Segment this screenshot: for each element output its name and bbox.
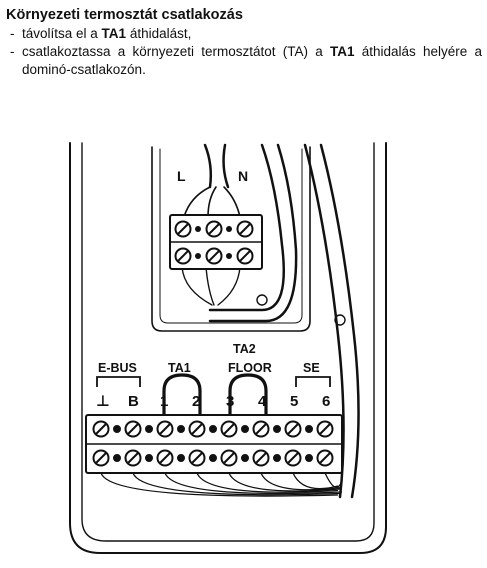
terminal-divider-dot [145, 425, 153, 433]
ta1-jumper [162, 373, 202, 423]
terminal-wire-bundle [100, 472, 343, 497]
terminal-label-3: 3 [226, 393, 234, 410]
terminal-divider-dot [209, 425, 217, 433]
terminal-label-6: 6 [322, 393, 330, 410]
power-terminal-block [169, 214, 263, 270]
wiring-diagram: L N E-BUS TA1 TA2 FLOOR SE ⊥ B [69, 142, 387, 554]
step-1-dash: - [10, 26, 15, 41]
terminal-wire [100, 472, 339, 497]
screw-slot [191, 423, 203, 435]
screw-slot [127, 452, 139, 464]
section-title: Környezeti termosztát csatlakozás [6, 7, 243, 23]
instruction-block: Környezeti termosztát csatlakozás -távol… [6, 6, 484, 79]
se-bracket [295, 376, 331, 387]
step-2-text-pre: csatlakoztassa a környezeti termosztátot… [22, 44, 330, 59]
terminal-divider-dot [177, 425, 185, 433]
terminal-divider-dot [145, 454, 153, 462]
control-terminal-block [85, 414, 343, 474]
terminal-divider-dot [113, 425, 121, 433]
step-1-text-pre: távolítsa el a [22, 26, 102, 41]
terminal-label-b: B [128, 393, 139, 410]
terminal-divider-dot [241, 454, 249, 462]
label-ebus: E-BUS [98, 361, 137, 375]
screw-slot [223, 452, 235, 464]
screw-slot [287, 423, 299, 435]
step-1: -távolítsa el a TA1 áthidalást, [6, 25, 484, 43]
label-N: N [238, 168, 248, 184]
terminal-divider-dot [273, 425, 281, 433]
label-ta2: TA2 [233, 342, 256, 356]
terminal-divider-dot [273, 454, 281, 462]
screw-slot [319, 452, 331, 464]
terminal-label-4: 4 [258, 393, 267, 410]
label-se: SE [303, 361, 320, 375]
terminal-label-2: 2 [192, 393, 200, 410]
screw-slot [127, 423, 139, 435]
terminal-divider-dot [113, 454, 121, 462]
terminal-wire [292, 472, 339, 490]
screw-slot [159, 452, 171, 464]
terminal-label-5: 5 [290, 393, 298, 410]
screw-slot [255, 423, 267, 435]
terminal-divider-dot [177, 454, 185, 462]
housing-outline [69, 142, 387, 554]
screw-slot [223, 423, 235, 435]
housing-inner-outline [81, 142, 375, 542]
label-ta1: TA1 [168, 361, 191, 375]
ebus-bracket [96, 376, 141, 387]
terminal-wire [196, 472, 339, 493]
terminal-label-ground: ⊥ [96, 393, 110, 410]
screw-slot [191, 452, 203, 464]
terminal-divider-dot [305, 425, 313, 433]
terminal-wire [164, 472, 343, 495]
control-screw-column [92, 420, 334, 467]
terminal-label-1: 1 [160, 393, 168, 410]
screw-slot [95, 452, 107, 464]
step-1-text-bold: TA1 [101, 26, 127, 41]
step-2-dash: - [10, 44, 15, 59]
screw-slot [287, 452, 299, 464]
screw-slot [95, 423, 107, 435]
terminal-wire [228, 472, 341, 492]
ta2-jumper [228, 373, 268, 423]
label-floor: FLOOR [228, 361, 272, 375]
terminal-divider-dot [241, 425, 249, 433]
screw-slot [319, 423, 331, 435]
screw-slot [159, 423, 171, 435]
terminal-wire [324, 472, 341, 488]
terminal-divider-dot [209, 454, 217, 462]
step-2-text-bold: TA1 [329, 44, 355, 59]
power-compartment [151, 146, 311, 332]
terminal-wire [132, 472, 341, 496]
step-2: -csatlakoztassa a környezeti termosztáto… [6, 43, 484, 79]
label-L: L [177, 168, 186, 184]
terminal-divider-dot [305, 454, 313, 462]
step-1-text-post: áthidalást, [126, 26, 192, 41]
terminal-wire [260, 472, 343, 491]
screw-slot [255, 452, 267, 464]
step-2-text-post: áthidalás helyére a dominó-csatlakozón. [22, 44, 483, 77]
